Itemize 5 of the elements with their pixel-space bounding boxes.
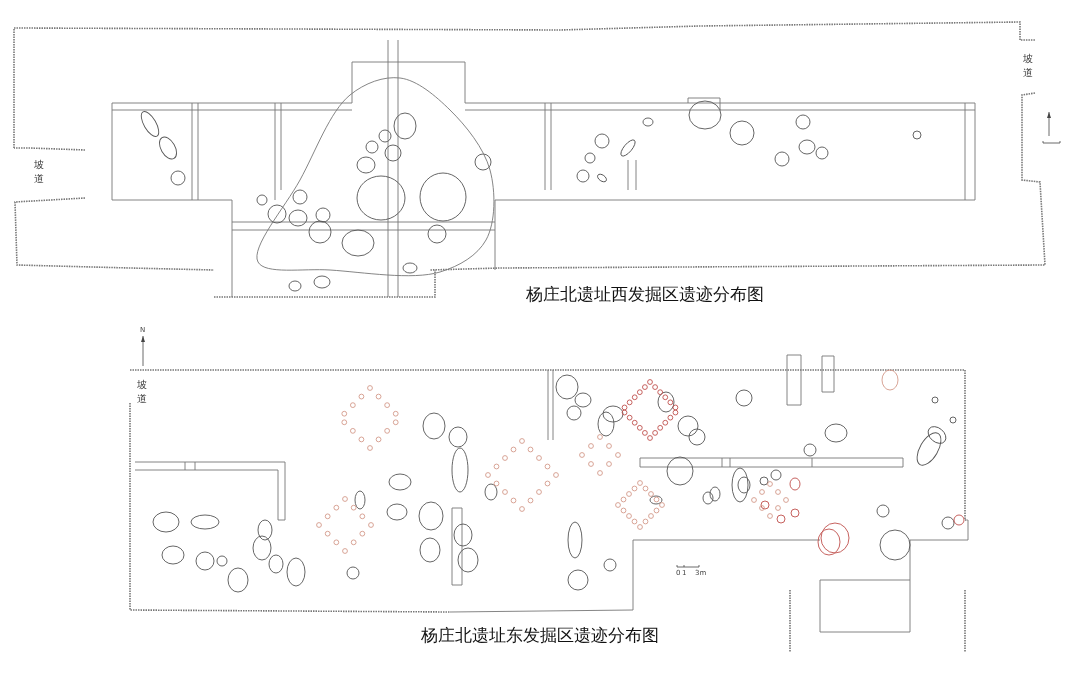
map-caption: 杨庄北遗址西发掘区遗迹分布图 (526, 283, 764, 306)
ramp-label: 坡道 (1023, 52, 1033, 80)
map-caption: 杨庄北遗址东发掘区遗迹分布图 (421, 624, 659, 647)
ramp-label: 坡道 (137, 378, 147, 406)
ramp-label: 坡道 (34, 158, 44, 186)
